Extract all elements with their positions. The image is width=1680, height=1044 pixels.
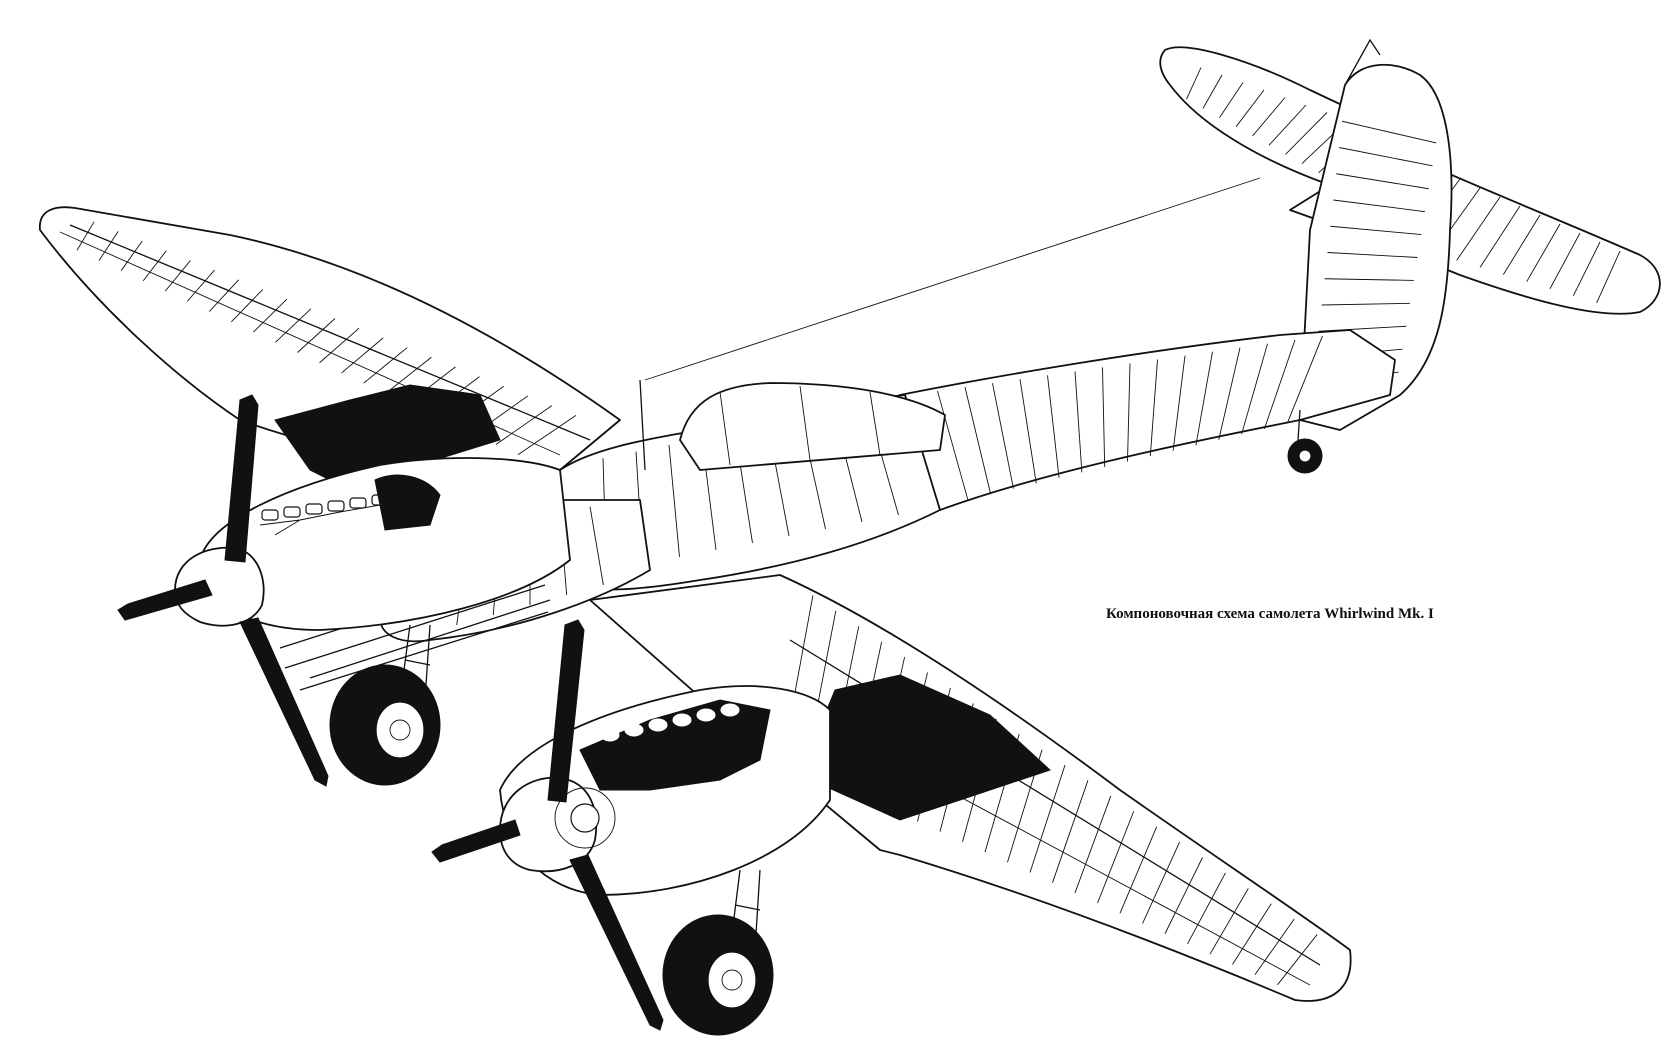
starboard-propeller [431,619,664,1031]
port-main-gear [329,624,441,786]
port-propeller [117,394,329,787]
port-nacelle [174,457,571,631]
diagram-caption: Компоновочная схема самолета Whirlwind M… [1106,606,1434,622]
rear-fuselage [899,329,1396,511]
starboard-main-gear [662,869,774,1036]
starboard-nacelle [499,685,831,896]
tail-wheel [1287,409,1323,474]
right-wing [589,574,1352,1002]
forward-fuselage [559,177,1261,591]
left-wing [39,206,621,481]
